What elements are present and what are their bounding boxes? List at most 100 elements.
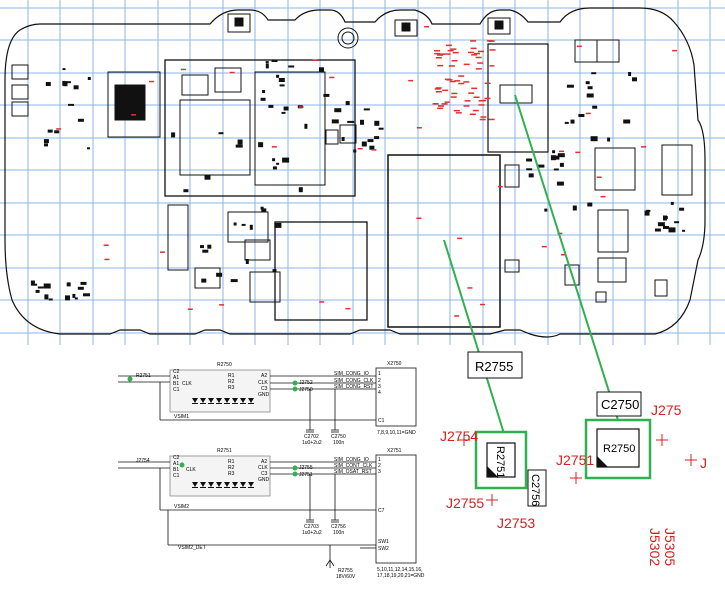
top-pin4: 4: [378, 390, 381, 396]
board-red-refs: [56, 26, 678, 317]
top-pin-c1-conn: C1: [378, 418, 385, 424]
top-pin-b1: B1: [173, 381, 179, 387]
top-pin-a2: A2: [261, 373, 267, 379]
c2756-part: C2756: [527, 469, 547, 507]
bot-ref-left: J2754: [136, 458, 150, 464]
top-net-rst: SIM_CONG_RST: [334, 384, 373, 390]
bot-sw2: SW2: [378, 546, 389, 552]
label-j5305: J5305: [662, 528, 678, 566]
label-j2754: J2754: [440, 428, 478, 444]
bot-net-rst: SIM_OSAT_RST: [334, 469, 372, 475]
schematic-bottom-text: J2754 R2751 X2751 C2 A1 B1 C1 CLK R1 R2 …: [136, 448, 425, 580]
schematic-top: [118, 367, 417, 433]
bot-connector-ref: X2751: [387, 448, 402, 454]
bot-pin-gnd: GND: [258, 477, 270, 483]
top-cap-a-ref: C2702: [304, 434, 319, 440]
bot-pin-c1: C1: [173, 473, 180, 479]
board-components: [11, 13, 693, 328]
board-small-parts: [30, 60, 686, 301]
bot-cap-b-ref: C2756: [331, 524, 346, 530]
bot-net-clk: SIM_CONT_CLK: [334, 463, 373, 469]
label-j2755: J2755: [446, 495, 484, 511]
top-net-label: VSIM1: [174, 414, 189, 420]
bot-pin-a1: A1: [173, 461, 179, 467]
top-pin2: 2: [378, 378, 381, 384]
label-j2751: J2751: [556, 452, 594, 468]
top-pin-c1: C1: [173, 387, 180, 393]
zoom-r2750: R2750: [584, 418, 652, 480]
bot-sw1: SW1: [378, 539, 389, 545]
callout-r2755: R2755: [467, 351, 523, 379]
bot-gnd-pins: 5,10,11,12,14,15,16,: [377, 567, 423, 573]
bot-pin1: 1: [378, 457, 381, 463]
top-ref-j2750: J2750: [299, 387, 313, 393]
grid: [0, 0, 725, 345]
bot-chip-ref: R2751: [217, 448, 232, 454]
label-j-partial: J: [700, 455, 707, 471]
top-ref-left: R2751: [136, 373, 151, 379]
label-j2750-partial: J275: [651, 402, 682, 418]
c2756-text: C2756: [529, 474, 541, 506]
bot-gnd-pins2: 17,18,19,20,21=GND: [377, 573, 425, 579]
bot-net-label: VSIM2: [174, 504, 189, 510]
board-outline: [4, 7, 706, 338]
top-ref-j2752: J2752: [299, 380, 313, 386]
top-pin-clk-r: CLK: [258, 380, 268, 386]
top-pin-r1: R1: [228, 373, 235, 379]
top-connector-ref: X2750: [387, 361, 402, 367]
schematic-bottom: [118, 454, 417, 568]
label-j2753: J2753: [497, 515, 535, 531]
top-net-clk: SIM_CONG_CLK: [334, 378, 374, 384]
bot-cap-a-ref: C2703: [304, 524, 319, 530]
zoom-r2750-text: R2750: [603, 443, 635, 455]
top-pin-a1: A1: [173, 375, 179, 381]
bot-pin-b1: B1: [173, 467, 179, 473]
top-cap-b-val: 100n: [333, 440, 344, 446]
zoom-r2751-text: R2751: [494, 446, 506, 478]
bot-pin-r2: R2: [228, 465, 235, 471]
top-pin-gnd: GND: [258, 392, 270, 398]
bot-pin-clk-l: CLK: [186, 467, 196, 473]
bot-tvs-ref: R2755: [338, 568, 353, 574]
top-pin-clk-l: CLK: [182, 381, 192, 387]
bot-pin-r3: R3: [228, 471, 235, 477]
bot-ref-j2753: J2755: [299, 465, 313, 471]
bot-cap-b-val: 100n: [333, 530, 344, 536]
top-pin-c3: C3: [261, 386, 268, 392]
top-pin-r3: R3: [228, 385, 235, 391]
top-cap-a-val: 1u0+2u2: [302, 440, 322, 446]
bot-cap-a-val: 1u0+2u2: [302, 530, 322, 536]
top-pin-c2: C2: [173, 369, 180, 375]
bot-pin-a2: A2: [261, 459, 267, 465]
bot-pin-r1: R1: [228, 459, 235, 465]
bot-pin-c7: C7: [378, 508, 385, 514]
green-dots-top: [127, 376, 298, 392]
top-chip-ref: R2750: [217, 362, 232, 368]
bot-tvs-val: 18V/60V: [336, 574, 356, 580]
top-pin3: 3: [378, 384, 381, 390]
green-pointers: [443, 94, 619, 441]
diode-array-bottom: [192, 482, 254, 488]
top-pin1: 1: [378, 371, 381, 377]
callout-c2750: C2750: [596, 391, 642, 417]
callout-r2755-text: R2755: [475, 359, 513, 374]
top-gnd-pins: 7,8,9,10,11=GND: [377, 430, 416, 436]
bot-ref-j2751: J2751: [299, 472, 313, 478]
schematic-top-text: R2751 R2750 X2750 C2 A1 B1 C1 CLK R1 R2 …: [136, 361, 416, 446]
bot-pin-clk-r: CLK: [258, 465, 268, 471]
bot-pin2: 2: [378, 463, 381, 469]
zoom-r2751: R2751: [474, 430, 528, 490]
bot-net-io: SIM_CONG_IO: [334, 457, 369, 463]
red-crosses: [458, 434, 697, 506]
bot-pin-c3: C3: [261, 471, 268, 477]
top-cap-b-ref: C2750: [331, 434, 346, 440]
top-pin-r2: R2: [228, 379, 235, 385]
callout-c2750-text: C2750: [601, 397, 639, 412]
bot-pin-c2: C2: [173, 455, 180, 461]
bot-det-label: VSIM2_DET: [178, 545, 206, 551]
label-j5302: J5302: [647, 528, 663, 566]
green-dots-bottom: [179, 462, 298, 477]
top-net-io: SIM_CONG_IO: [334, 371, 369, 377]
diode-array-top: [192, 398, 254, 404]
